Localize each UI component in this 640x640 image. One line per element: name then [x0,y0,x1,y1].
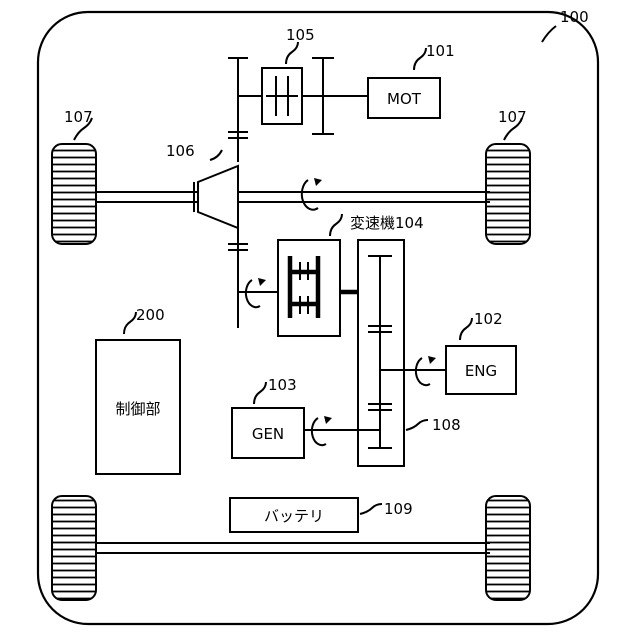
transmission-label: 変速機104 [350,214,424,232]
wheel-rear-left [52,496,96,600]
clutch-105 [262,68,302,124]
controller-box: 制御部 [96,340,180,474]
motor-box: MOT [368,78,440,118]
ref-battery: 109 [384,500,413,518]
ref-engine: 102 [474,310,503,328]
ref-clutch: 105 [286,26,315,44]
ref-controller: 200 [136,306,165,324]
battery-label: バッテリ [264,507,324,525]
ref-wheel-right: 107 [498,108,527,126]
controller-label: 制御部 [115,400,160,418]
ref-gear-train: 108 [432,416,461,434]
wheel-front-right [486,144,530,244]
wheel-rear-right [486,496,530,600]
motor-label: MOT [387,90,422,108]
ref-wheel-left: 107 [64,108,93,126]
ref-generator: 103 [268,376,297,394]
battery-box: バッテリ [230,498,358,532]
engine-label: ENG [465,362,497,380]
generator-label: GEN [252,425,284,443]
ref-vehicle: 100 [560,8,589,26]
engine-box: ENG [446,346,516,394]
ref-motor: 101 [426,42,455,60]
generator-box: GEN [232,408,304,458]
ref-differential: 106 [166,142,195,160]
wheel-front-left [52,144,96,244]
